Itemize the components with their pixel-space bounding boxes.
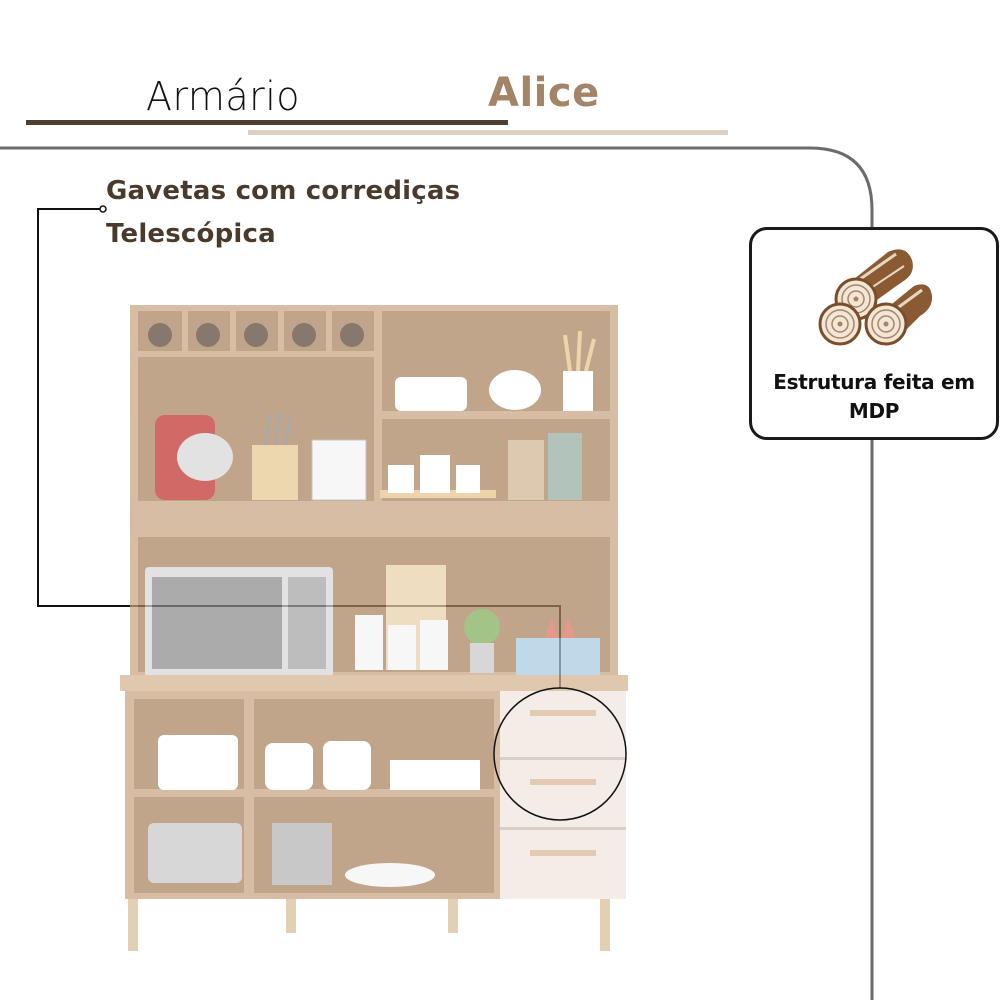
- feature-line-2: Telescópica: [106, 219, 276, 249]
- cabinet-product-image: [120, 305, 630, 955]
- feature-title: Gavetas com corrediças Telescópica: [106, 170, 460, 256]
- cabinet-illustration: [120, 305, 628, 951]
- mdp-badge-card: Estrutura feita em MDP: [749, 227, 999, 440]
- title-armario: Armário: [146, 74, 301, 120]
- mdp-badge-text: Estrutura feita em MDP: [752, 368, 996, 426]
- title-underline-light: [248, 130, 728, 135]
- title-underline-dark: [26, 120, 508, 125]
- mdp-badge-line-2: MDP: [848, 399, 900, 423]
- feature-line-1: Gavetas com corrediças: [106, 176, 461, 206]
- title-alice: Alice: [488, 70, 600, 116]
- mdp-badge-line-1: Estrutura feita em: [773, 370, 975, 394]
- wood-logs-icon: [818, 249, 933, 346]
